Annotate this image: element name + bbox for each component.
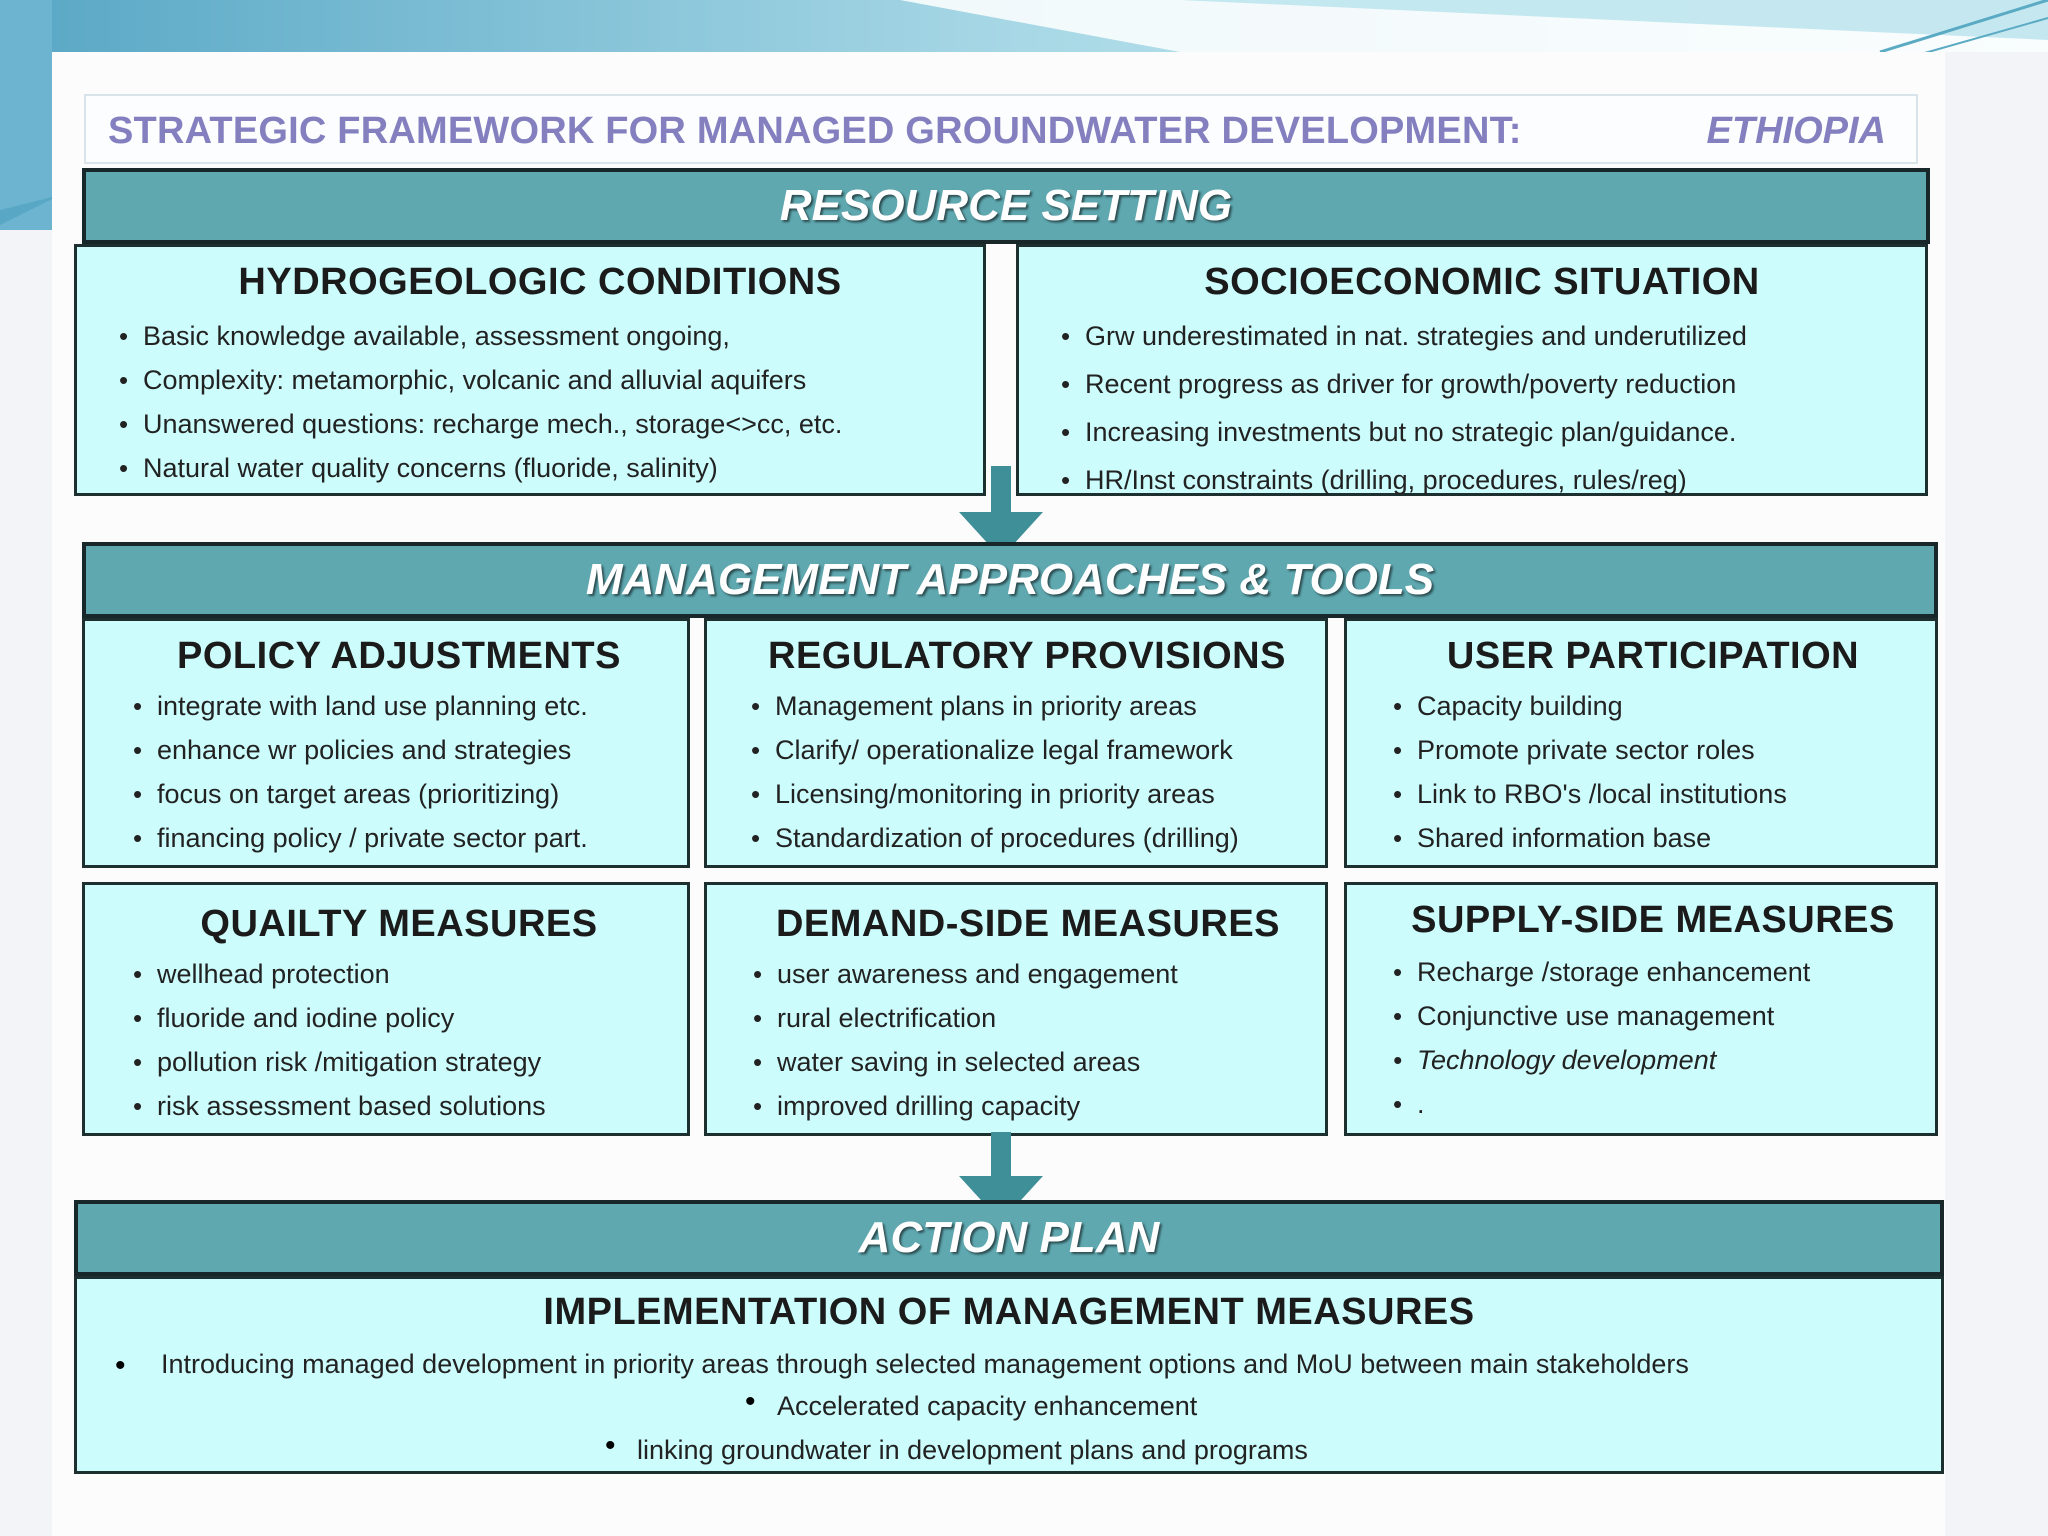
box-socioeconomic-situation: SOCIOECONOMIC SITUATION Grw underestimat… — [1016, 244, 1928, 504]
band-action-plan: ACTION PLAN — [74, 1200, 1944, 1276]
list-item: financing policy / private sector part. — [131, 816, 667, 860]
list-item: integrate with land use planning etc. — [131, 684, 667, 728]
list-item: Unanswered questions: recharge mech., st… — [117, 402, 963, 446]
box-policy-adjustments: POLICY ADJUSTMENTS integrate with land u… — [82, 618, 690, 868]
list-item: rural electrification — [751, 996, 1305, 1040]
box-title: QUAILTY MEASURES — [200, 903, 598, 945]
box-user-participation: USER PARTICIPATION Capacity building Pro… — [1344, 618, 1938, 868]
list-item: Recent progress as driver for growth/pov… — [1059, 360, 1905, 408]
box-quality-measures: QUAILTY MEASURES wellhead protection flu… — [82, 882, 690, 1136]
list-item: Clarify/ operationalize legal framework — [749, 728, 1305, 772]
flow-arrow-down-icon — [959, 1132, 1043, 1222]
bullet: • — [605, 1429, 616, 1462]
band-action-plan-label: ACTION PLAN — [858, 1213, 1160, 1262]
band-management-approaches: MANAGEMENT APPROACHES & TOOLS — [82, 542, 1938, 618]
list-item: Natural water quality concerns (fluoride… — [117, 446, 963, 490]
list-item: improved drilling capacity — [751, 1084, 1305, 1128]
diagram-title: STRATEGIC FRAMEWORK FOR MANAGED GROUNDWA… — [108, 110, 1522, 152]
list-item: Complexity: metamorphic, volcanic and al… — [117, 358, 963, 402]
list-item: fluoride and iodine policy — [131, 996, 667, 1040]
box-hydrogeologic-conditions: HYDROGEOLOGIC CONDITIONS Basic knowledge… — [74, 244, 986, 496]
box-demand-side-measures: DEMAND-SIDE MEASURES user awareness and … — [704, 882, 1328, 1136]
band-management-label: MANAGEMENT APPROACHES & TOOLS — [585, 555, 1435, 604]
box-title: SUPPLY-SIDE MEASURES — [1411, 899, 1895, 941]
list-item: Capacity building — [1391, 684, 1915, 728]
box-implementation: IMPLEMENTATION OF MANAGEMENT MEASURES • … — [74, 1276, 1944, 1474]
list-item: HR/Inst constraints (drilling, procedure… — [1059, 456, 1905, 504]
list-item: Licensing/monitoring in priority areas — [749, 772, 1305, 816]
country-label: ETHIOPIA — [1706, 110, 1886, 152]
list-item: wellhead protection — [131, 952, 667, 996]
list-item: Link to RBO's /local institutions — [1391, 772, 1915, 816]
diagram-title-bar: STRATEGIC FRAMEWORK FOR MANAGED GROUNDWA… — [84, 94, 1918, 164]
box-supply-side-measures: SUPPLY-SIDE MEASURES Recharge /storage e… — [1344, 882, 1938, 1136]
list-item: Standardization of procedures (drilling) — [749, 816, 1305, 860]
box-title: HYDROGEOLOGIC CONDITIONS — [238, 261, 842, 303]
flow-arrow-down-icon — [959, 466, 1043, 558]
list-item: Recharge /storage enhancement — [1391, 950, 1915, 994]
list-item: . — [1391, 1082, 1915, 1126]
list-item: Introducing managed development in prior… — [161, 1349, 1689, 1379]
list-item: water saving in selected areas — [751, 1040, 1305, 1084]
list-item: focus on target areas (prioritizing) — [131, 772, 667, 816]
list-item: Increasing investments but no strategic … — [1059, 408, 1905, 456]
box-regulatory-provisions: REGULATORY PROVISIONS Management plans i… — [704, 618, 1328, 868]
box-title: DEMAND-SIDE MEASURES — [775, 903, 1281, 945]
band-resource-setting: RESOURCE SETTING — [82, 168, 1930, 244]
list-item: Shared information base — [1391, 816, 1915, 860]
band-resource-setting-label: RESOURCE SETTING — [779, 181, 1233, 230]
list-item: Promote private sector roles — [1391, 728, 1915, 772]
bullet: • — [115, 1349, 126, 1382]
list-item: Accelerated capacity enhancement — [777, 1391, 1198, 1421]
list-item: Management plans in priority areas — [749, 684, 1305, 728]
list-item: Technology development — [1391, 1038, 1915, 1082]
list-item: Grw underestimated in nat. strategies an… — [1059, 312, 1905, 360]
list-item: linking groundwater in development plans… — [637, 1435, 1308, 1465]
list-item: Basic knowledge available, assessment on… — [117, 314, 963, 358]
box-title: REGULATORY PROVISIONS — [768, 635, 1286, 677]
list-item: risk assessment based solutions — [131, 1084, 667, 1128]
list-item: enhance wr policies and strategies — [131, 728, 667, 772]
list-item: pollution risk /mitigation strategy — [131, 1040, 667, 1084]
box-title: POLICY ADJUSTMENTS — [177, 635, 621, 677]
box-title: IMPLEMENTATION OF MANAGEMENT MEASURES — [543, 1291, 1475, 1333]
box-title: USER PARTICIPATION — [1446, 635, 1860, 677]
list-item: Conjunctive use management — [1391, 994, 1915, 1038]
bullet: • — [745, 1385, 756, 1418]
box-title: SOCIOECONOMIC SITUATION — [1204, 261, 1760, 303]
list-item: user awareness and engagement — [751, 952, 1305, 996]
